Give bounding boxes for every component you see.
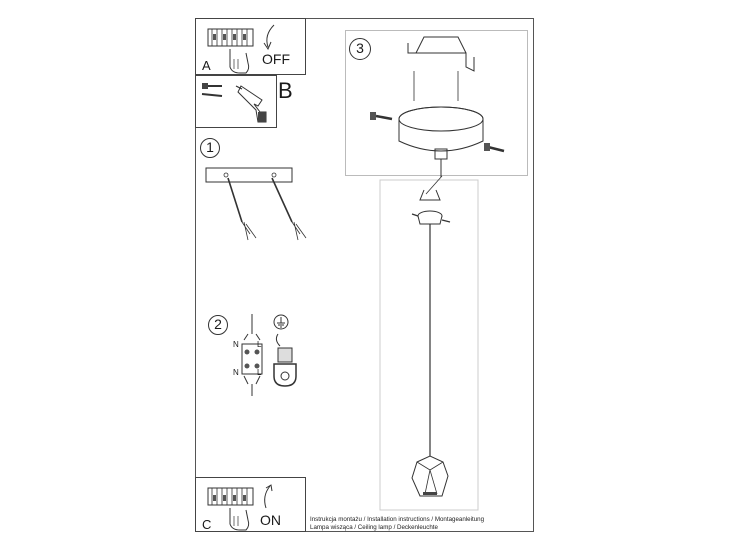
caption-line-1: Instrukcja montażu / Installation instru…	[310, 516, 485, 523]
step-2-terminal-drawing	[241, 314, 263, 396]
step-1-badge: 1	[200, 138, 220, 158]
arrow-icon	[263, 24, 275, 51]
step-3-detail-panel: 3	[345, 30, 528, 177]
circuit-breaker-icon	[207, 487, 254, 506]
hand-icon	[229, 508, 250, 531]
step-1-wiring-drawing	[205, 167, 307, 241]
step-a-letter: A	[202, 58, 211, 73]
drill-icon	[235, 85, 267, 123]
geometric-shade-icon	[411, 455, 449, 497]
caption-line-2: Lampa wisząca / Ceiling lamp / Deckenleu…	[310, 524, 438, 531]
panel-a: A OFF	[195, 18, 306, 75]
step-a-action: OFF	[262, 51, 290, 67]
ground-symbol-icon	[273, 314, 297, 387]
step-c-letter: C	[202, 517, 212, 532]
step-3-badge: 3	[349, 38, 371, 60]
screwdriver-icon	[201, 83, 223, 97]
arrow-icon	[264, 484, 273, 509]
terminal-label-l-bottom: L	[257, 368, 262, 377]
step-b-letter: B	[278, 78, 293, 103]
step-2-badge: 2	[208, 315, 228, 335]
hand-icon	[229, 49, 250, 74]
ceiling-canopy-icon	[398, 36, 484, 177]
terminal-label-n-top: N	[233, 340, 239, 349]
terminal-label-n-bottom: N	[233, 368, 239, 377]
instruction-sheet-frame	[195, 18, 534, 532]
screw-icon	[370, 112, 505, 153]
step-c-action: ON	[260, 512, 281, 528]
pendant-lamp-drawing	[379, 175, 479, 511]
circuit-breaker-icon	[207, 28, 254, 47]
panel-b: B	[195, 75, 293, 128]
panel-c: C ON	[195, 477, 306, 532]
terminal-label-l-top: L	[257, 340, 262, 349]
